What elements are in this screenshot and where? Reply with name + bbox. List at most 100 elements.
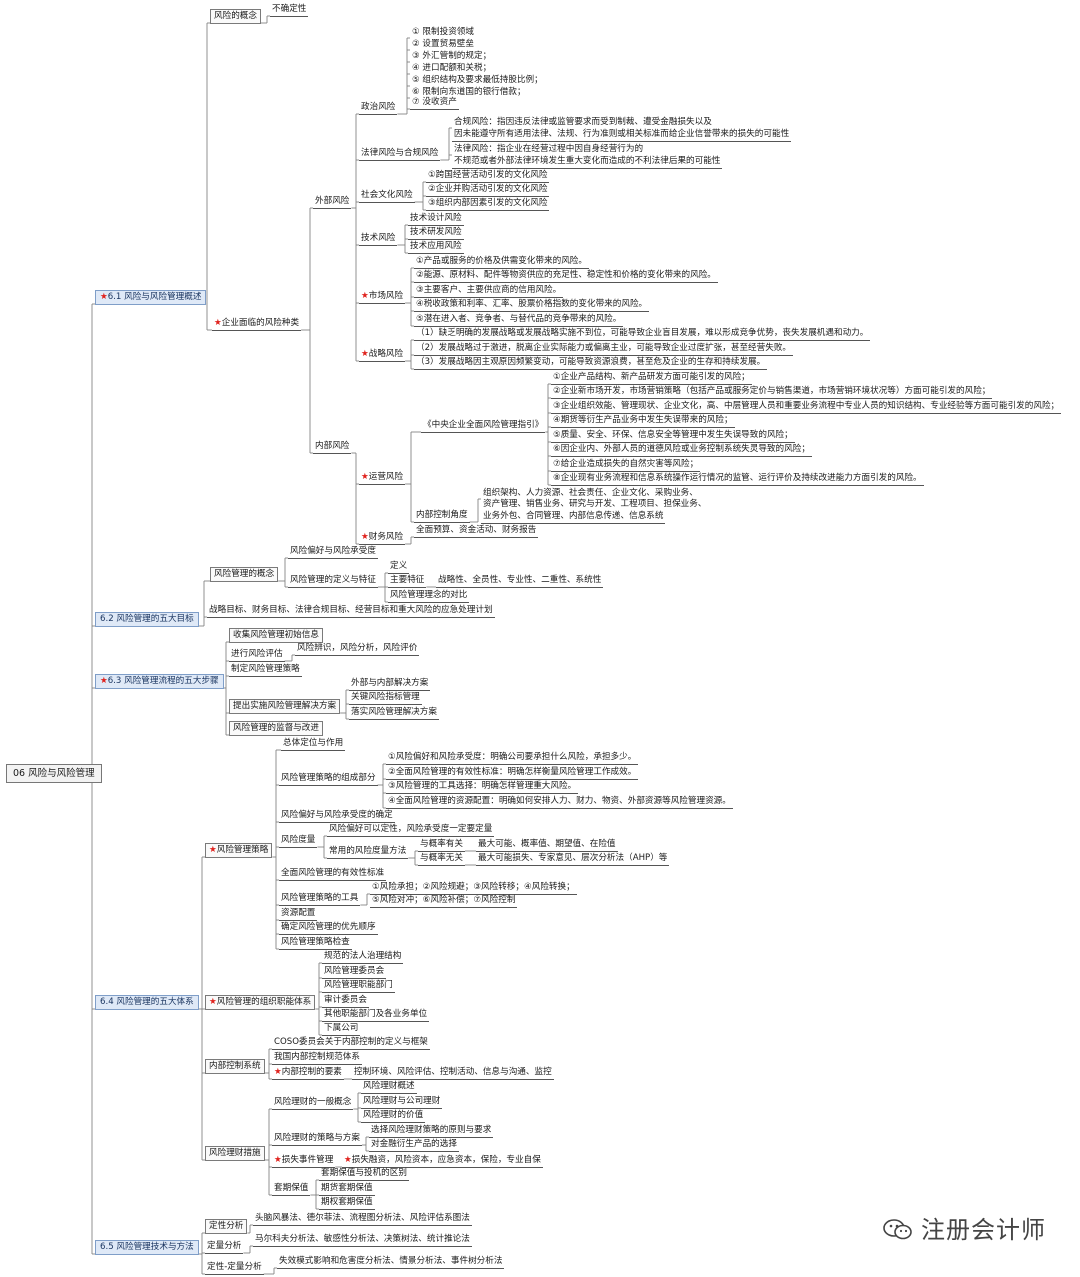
node-zl2[interactable]: （2）发展战略过于激进，脱离企业实际能力或偏离主业，可能导致企业过度扩张，甚至经…: [414, 343, 794, 356]
node-sh3[interactable]: ③组织内部因素引发的文化风险: [426, 198, 550, 211]
node-a2[interactable]: ★企业面临的风险种类: [212, 318, 302, 331]
node-e1i[interactable]: 风险管理策略检查: [279, 937, 352, 950]
node-e4d1[interactable]: 套期保值与投机的区别: [319, 1168, 409, 1181]
node-f3a[interactable]: 失效模式影响和危害度分析法、情景分析法、事件树分析法: [277, 1256, 505, 1269]
node-a1a[interactable]: 不确定性: [270, 4, 309, 17]
node-e2b[interactable]: 风险管理委员会: [322, 966, 387, 979]
node-sc1[interactable]: ①产品或服务的价格及供需变化带来的风险。: [414, 256, 589, 269]
node-d4a[interactable]: 外部与内部解决方案: [349, 678, 431, 691]
node-e3[interactable]: 内部控制系统: [205, 1059, 265, 1074]
node-s61[interactable]: ★6.1 风险与风险管理概述: [95, 290, 207, 305]
node-b1b2a[interactable]: 战略性、全员性、专业性、二重性、系统性: [436, 575, 604, 588]
node-e1h[interactable]: 确定风险管理的优先顺序: [279, 922, 378, 935]
node-b1b[interactable]: 风险管理的定义与特征: [288, 575, 378, 588]
node-e1a[interactable]: 总体定位与作用: [281, 738, 346, 751]
node-e1b3[interactable]: ③风险管理的工具选择：明确怎样管理重大风险。: [386, 781, 579, 794]
node-e4a2[interactable]: 风险理财与公司理财: [361, 1096, 443, 1109]
node-e1d[interactable]: 风险度量: [279, 835, 318, 848]
node-nk3[interactable]: 业务外包、合同管理、内部信息传递、信息系统: [481, 511, 666, 524]
node-e1f2[interactable]: ⑤风险对冲；⑥风险补偿；⑦风险控制: [370, 895, 518, 908]
node-e1b[interactable]: 风险管理策略的组成部分: [279, 773, 378, 786]
node-root[interactable]: 06 风险与风险管理: [6, 764, 102, 783]
node-d1[interactable]: 收集风险管理初始信息: [229, 628, 323, 643]
node-e1f[interactable]: 风险管理策略的工具: [279, 893, 361, 906]
node-b1b3[interactable]: 风险管理理念的对比: [388, 590, 470, 603]
node-zz6[interactable]: ⑥ 限制向东道国的银行借款；: [410, 87, 528, 99]
node-f1a[interactable]: 头脑风暴法、德尔菲法、流程图分析法、风险评估系图法: [253, 1213, 472, 1226]
node-zz5[interactable]: ⑤ 组织结构及要求最低持股比例；: [410, 75, 545, 87]
node-yy7[interactable]: ⑦给企业造成损失的自然灾害等风险；: [551, 459, 701, 472]
node-w[interactable]: 外部风险: [313, 196, 352, 209]
node-zy[interactable]: 《中央企业全面风险管理指引》: [421, 420, 546, 433]
node-e2a[interactable]: 规范的法人治理结构: [322, 951, 404, 964]
node-nk2[interactable]: 资产管理、销售业务、研究与开发、工程项目、担保业务、: [481, 499, 708, 511]
node-zz7[interactable]: ⑦ 没收资产: [410, 97, 459, 110]
node-zz1[interactable]: ① 限制投资领域: [410, 27, 476, 39]
node-e1[interactable]: ★风险管理策略: [205, 843, 273, 858]
node-js2[interactable]: 技术研发风险: [408, 227, 464, 240]
node-f2a[interactable]: 马尔科夫分析法、敏感性分析法、决策树法、统计推论法: [253, 1234, 472, 1247]
node-yy8[interactable]: ⑧企业现有业务流程和信息系统操作运行情况的监管、运行评价及持续改进能力方面引发的…: [551, 473, 924, 486]
node-sh[interactable]: 社会文化风险: [359, 190, 415, 203]
node-sh2[interactable]: ②企业并购活动引发的文化风险: [426, 184, 550, 197]
node-zz2[interactable]: ② 设置贸易壁垒: [410, 39, 476, 51]
node-fl2[interactable]: 法律风险：指企业在经营过程中因自身经营行为的: [452, 144, 645, 156]
node-e2e[interactable]: 其他职能部门及各业务单位: [322, 1009, 430, 1022]
node-yy1[interactable]: ①企业产品结构、新产品研发方面可能引发的风险；: [551, 372, 752, 385]
node-d3[interactable]: 制定风险管理策略: [229, 664, 302, 677]
node-e1d2a[interactable]: 与概率有关: [418, 839, 465, 852]
node-e3c[interactable]: ★内部控制的要素: [272, 1067, 344, 1080]
node-fl1[interactable]: 合规风险：指因违反法律或监管要求而受到制裁、遭受金融损失以及: [452, 117, 714, 129]
node-e4b[interactable]: 风险理财的策略与方案: [272, 1133, 362, 1146]
node-d4c[interactable]: 落实风险管理解决方案: [349, 707, 439, 720]
node-zz4[interactable]: ④ 进口配额和关税；: [410, 63, 493, 75]
node-e4b2[interactable]: 对金融衍生产品的选择: [369, 1139, 459, 1152]
node-fl1b[interactable]: 因未能遵守所有适用法律、法规、行为准则或相关标准而给企业信誉带来的损失的可能性: [452, 129, 792, 142]
node-nk1[interactable]: 组织架构、人力资源、社会责任、企业文化、采购业务、: [481, 488, 700, 500]
node-e4c1[interactable]: ★损失融资，风险资本，应急资本，保险，专业自保: [342, 1155, 543, 1168]
node-d2[interactable]: 进行风险评估: [229, 649, 285, 662]
node-e1c[interactable]: 风险偏好与风险承受度的确定: [279, 810, 395, 823]
node-zz3[interactable]: ③ 外汇管制的规定；: [410, 51, 493, 63]
node-e1d2a1[interactable]: 最大可能、概率值、期望值、在险值: [476, 839, 618, 852]
node-e4a1[interactable]: 风险理财概述: [361, 1081, 417, 1094]
node-cw1[interactable]: 全面预算、资金活动、财务报告: [414, 525, 539, 538]
node-sc2[interactable]: ②能源、原材料、配件等物资供应的充足性、稳定性和价格的变化带来的风险。: [414, 270, 718, 283]
node-yy2[interactable]: ②企业新市场开发，市场营销策略（包括产品或服务定价与销售渠道，市场营销环境状况等…: [551, 386, 993, 399]
node-e4a[interactable]: 风险理财的一般概念: [272, 1097, 354, 1110]
node-b1a[interactable]: 风险偏好与风险承受度: [288, 546, 378, 559]
node-cw[interactable]: ★财务风险: [359, 532, 406, 545]
node-b1[interactable]: 风险管理的概念: [210, 567, 279, 582]
node-e4b1[interactable]: 选择风险理财策略的原则与要求: [369, 1125, 494, 1138]
node-f2[interactable]: 定量分析: [205, 1241, 244, 1254]
node-js1[interactable]: 技术设计风险: [408, 213, 464, 226]
node-c1[interactable]: 战略目标、财务目标、法律合规目标、经营目标和重大风险的应急处理计划: [207, 605, 495, 618]
node-e3c1[interactable]: 控制环境、风险评估、控制活动、信息与沟通、监控: [352, 1067, 554, 1080]
node-s63[interactable]: ★6.3 风险管理流程的五大步骤: [95, 674, 224, 689]
node-s62[interactable]: 6.2 风险管理的五大目标: [95, 612, 199, 627]
node-sc4[interactable]: ④税收政策和利率、汇率、股票价格指数的变化带来的风险。: [414, 299, 650, 312]
node-e2c[interactable]: 风险管理职能部门: [322, 980, 395, 993]
node-e4a3[interactable]: 风险理财的价值: [361, 1110, 426, 1123]
node-e4d[interactable]: 套期保值: [272, 1183, 311, 1196]
node-d4[interactable]: 提出实施风险管理解决方案: [229, 699, 341, 714]
node-s64[interactable]: 6.4 风险管理的五大体系: [95, 995, 199, 1010]
node-d4b[interactable]: 关键风险指标管理: [349, 692, 422, 705]
node-e1f1[interactable]: ①风险承担；②风险规避；③风险转移；④风险转换；: [370, 882, 577, 895]
node-e3b[interactable]: 我国内部控制规范体系: [272, 1052, 362, 1065]
node-fl2b[interactable]: 不规范或者外部法律环境发生重大变化而造成的不利法律后果的可能性: [452, 156, 723, 169]
node-e2f[interactable]: 下属公司: [322, 1023, 361, 1036]
node-e2[interactable]: ★风险管理的组织职能体系: [205, 995, 316, 1010]
node-e1e[interactable]: 全面风险管理的有效性标准: [279, 868, 387, 881]
node-f1[interactable]: 定性分析: [205, 1219, 248, 1234]
node-e1d2[interactable]: 常用的风险度量方法: [327, 846, 409, 859]
node-fl[interactable]: 法律风险与合规风险: [359, 148, 441, 161]
node-sh1[interactable]: ①跨国经营活动引发的文化风险: [426, 170, 550, 183]
node-e1b1[interactable]: ①风险偏好和风险承受度：明确公司要承担什么风险，承担多少。: [386, 752, 639, 765]
node-f3[interactable]: 定性-定量分析: [205, 1262, 264, 1275]
node-d5[interactable]: 风险管理的监督与改进: [229, 721, 323, 736]
node-e4d2[interactable]: 期货套期保值: [319, 1183, 375, 1196]
node-js3[interactable]: 技术应用风险: [408, 241, 464, 254]
node-e1d2b1[interactable]: 最大可能损失、专家意见、层次分析法（AHP）等: [476, 853, 670, 866]
node-zl3[interactable]: （3）发展战略因主观原因频繁变动，可能导致资源浪费，甚至危及企业的生存和持续发展…: [414, 357, 768, 370]
